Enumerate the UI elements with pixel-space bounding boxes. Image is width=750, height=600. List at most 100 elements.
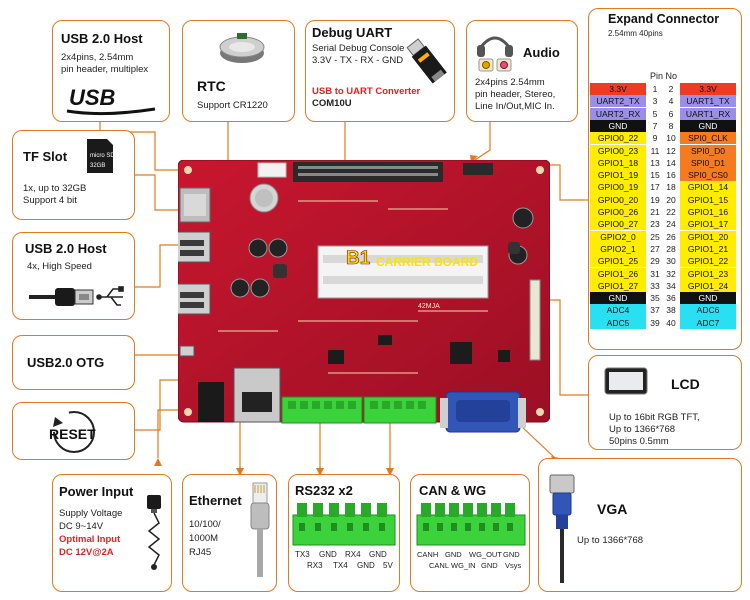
reset-arrow-icon — [51, 410, 95, 453]
pin-label-right: GPIO1_22 — [680, 255, 736, 268]
pin-label-left: GND — [590, 292, 646, 305]
pin-number-even: 34 — [666, 280, 676, 291]
rtc-line: Support CR1220 — [197, 100, 268, 111]
can-wg-top-label-1: CANH — [417, 550, 439, 559]
debug-uart-line-2: 3.3V - TX - RX - GND — [312, 55, 404, 66]
board-title-rest: CARRIER BOARD — [376, 255, 478, 269]
pin-label-right: GPIO1_15 — [680, 193, 736, 206]
vga-cable-icon — [549, 474, 575, 583]
pin-number-odd: 23 — [650, 219, 660, 230]
ethernet-callout: Ethernet 10/100/ 1000M RJ45 — [182, 474, 277, 592]
audio-line-2: pin header, Stereo, — [475, 89, 556, 100]
power-optimal-label: Optimal Input — [59, 534, 121, 545]
pin-number-even: 32 — [666, 268, 676, 279]
pin-label-left: GPIO0_23 — [590, 144, 646, 157]
ethernet-title: Ethernet — [189, 493, 242, 508]
tf-slot-title: TF Slot — [23, 149, 68, 164]
board-title-b1: B1 — [346, 248, 371, 269]
pin-label-right: GPIO1_24 — [680, 279, 736, 292]
headphone-mic-icon — [477, 36, 513, 72]
pin-number-even: 24 — [666, 219, 676, 230]
pin-label-right: ADC6 — [680, 304, 736, 317]
pin-number-even: 36 — [666, 293, 676, 304]
debug-uart-title: Debug UART — [312, 25, 393, 40]
pin-label-right: GND — [680, 292, 736, 305]
pin-label-left: GPIO1_25 — [590, 255, 646, 268]
usb-uart-dongle-icon — [406, 38, 447, 84]
pin-number-odd: 1 — [652, 84, 658, 94]
audio-line-3: Line In/Out,MIC In. — [475, 101, 555, 112]
rs232-top-label-3: RX4 — [345, 550, 361, 559]
tf-slot-callout: TF Slot micro SD 32GB 1x, up to 32GB Sup… — [12, 130, 135, 220]
pin-number-even: 38 — [666, 305, 676, 316]
svg-text:micro SD: micro SD — [90, 153, 115, 159]
pin-number-odd: 25 — [650, 231, 660, 242]
pin-label-right: GPIO1_21 — [680, 242, 736, 256]
pin-number-odd: 7 — [652, 120, 658, 131]
pin-label-right: GND — [680, 119, 736, 133]
ethernet-line-3: RJ45 — [189, 547, 212, 558]
usb-host-top-line-2: pin header, multiplex — [61, 64, 149, 75]
rs232-bottom-label-1: RX3 — [307, 561, 323, 570]
pin-number-odd: 19 — [650, 194, 660, 205]
pin-label-left: GPIO0_26 — [590, 206, 646, 219]
pin-label-right: SPI0_D0 — [680, 144, 736, 157]
pin-no-header: Pin No — [650, 71, 678, 81]
pin-label-left: ADC5 — [590, 316, 646, 329]
pin-label-left: GPIO0_27 — [590, 218, 646, 231]
usb-otg-callout: USB2.0 OTG — [12, 335, 135, 390]
pin-label-left: UART2_TX — [590, 95, 646, 108]
usb-logo-icon: USB — [66, 85, 156, 116]
usb-host-side-title: USB 2.0 Host — [25, 241, 107, 256]
rs232-top-label-4: GND — [369, 550, 387, 559]
pin-number-even: 14 — [666, 157, 676, 168]
pin-label-right: GPIO1_23 — [680, 267, 736, 280]
coin-cell-battery-icon — [219, 33, 265, 63]
audio-callout: Audio 2x4pins 2.54mm pin header, Stereo,… — [466, 20, 578, 122]
rtc-callout: RTC Support CR1220 — [182, 20, 295, 122]
can-wg-top-label-2: GND — [445, 550, 462, 559]
power-input-callout: Power Input Supply Voltage DC 9~14V Opti… — [52, 474, 172, 592]
can-wg-bottom-label-1: CANL — [429, 561, 450, 570]
power-adapter-icon — [147, 495, 161, 570]
pin-number-even: 8 — [668, 120, 674, 131]
pin-label-left: GPIO1_27 — [590, 279, 646, 292]
can-wg-bottom-label-4: Vsys — [505, 561, 522, 570]
debug-uart-line-1: Serial Debug Console — [312, 43, 405, 54]
rs232-callout: RS232 x2 TX3 GND RX4 GND RX3 TX4 GND 5V — [288, 474, 400, 592]
pin-number-odd: 11 — [650, 145, 660, 156]
lcd-panel-icon — [604, 367, 648, 395]
pin-number-even: 16 — [666, 170, 676, 181]
reset-callout: RESET — [12, 402, 135, 460]
vga-callout: VGA Up to 1366*768 — [538, 458, 742, 592]
pin-label-right: GPIO1_20 — [680, 230, 736, 243]
reset-label: RESET — [49, 426, 96, 442]
usb-host-top-title: USB 2.0 Host — [61, 31, 143, 46]
can-wg-top-label-3: WG_OUT — [469, 550, 502, 559]
pin-number-odd: 37 — [650, 305, 660, 316]
pin-label-right: SPI0_D1 — [680, 156, 736, 169]
green-terminal-block-icon — [416, 503, 526, 546]
power-optimal-value: DC 12V@2A — [59, 547, 114, 558]
pin-number-odd: 9 — [652, 133, 658, 144]
pin-label-left: GPIO2_1 — [590, 242, 646, 256]
pin-label-right: GPIO1_14 — [680, 181, 736, 194]
rs232-top-label-2: GND — [319, 550, 337, 559]
ethernet-line-1: 10/100/ — [189, 519, 221, 530]
rj45-cable-icon — [250, 482, 270, 577]
power-input-title: Power Input — [59, 484, 134, 499]
usb-host-side-callout: USB 2.0 Host 4x, High Speed — [12, 232, 135, 320]
pin-number-even: 4 — [668, 96, 674, 107]
